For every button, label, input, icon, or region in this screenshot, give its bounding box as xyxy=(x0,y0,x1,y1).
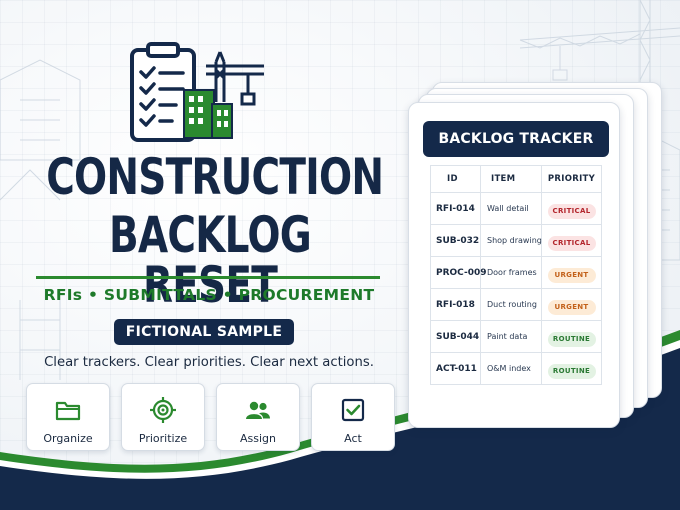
row-id: PROC-009 xyxy=(430,256,487,289)
feature-label: Prioritize xyxy=(138,432,188,445)
column-header-item: ITEM xyxy=(480,165,542,193)
feature-list: Organize Prioritize Assign xyxy=(26,383,395,451)
checkbox-icon xyxy=(341,398,365,422)
table-row: RFI-014 Wall detail CRITICAL xyxy=(430,192,602,225)
table-row: ACT-011 O&M index ROUTINE xyxy=(430,352,602,385)
table-header-row: ID ITEM PRIORITY xyxy=(430,165,602,193)
row-item: Shop drawing xyxy=(480,224,542,257)
table-row: RFI-018 Duct routing URGENT xyxy=(430,288,602,321)
backlog-tracker-card: BACKLOG TRACKER ID ITEM PRIORITY RFI-014… xyxy=(408,102,620,428)
clipboard-building-icon xyxy=(130,42,264,142)
feature-prioritize: Prioritize xyxy=(121,383,205,451)
subtitle: RFIs • SUBMITTALS • PROCUREMENT xyxy=(43,286,375,304)
row-item: Wall detail xyxy=(480,192,542,225)
row-id: ACT-011 xyxy=(430,352,481,385)
row-id: SUB-044 xyxy=(430,320,481,353)
feature-act: Act xyxy=(311,383,395,451)
feature-assign: Assign xyxy=(216,383,300,451)
target-icon xyxy=(150,397,176,423)
tagline: Clear trackers. Clear priorities. Clear … xyxy=(44,355,374,370)
row-item: Paint data xyxy=(480,320,542,353)
row-id: SUB-032 xyxy=(430,224,481,257)
column-header-id: ID xyxy=(430,165,481,193)
table-row: PROC-009 Door frames URGENT xyxy=(430,256,602,289)
title-divider xyxy=(36,276,380,279)
title-line-1: CONSTRUCTION xyxy=(46,148,384,206)
tracker-table: ID ITEM PRIORITY RFI-014 Wall detail CRI… xyxy=(430,165,602,385)
priority-badge: ROUTINE xyxy=(547,364,596,379)
priority-badge: CRITICAL xyxy=(547,236,596,251)
row-item: Duct routing xyxy=(480,288,542,321)
row-item: O&M index xyxy=(480,352,542,385)
row-id: RFI-014 xyxy=(430,192,481,225)
tracker-title: BACKLOG TRACKER xyxy=(423,121,609,157)
priority-badge: URGENT xyxy=(547,300,596,315)
feature-label: Act xyxy=(344,432,362,445)
fictional-sample-badge: FICTIONAL SAMPLE xyxy=(114,319,294,345)
table-row: SUB-044 Paint data ROUTINE xyxy=(430,320,602,353)
feature-label: Assign xyxy=(240,432,276,445)
priority-badge: ROUTINE xyxy=(547,332,596,347)
users-icon xyxy=(246,401,270,419)
row-item: Door frames xyxy=(480,256,542,289)
row-id: RFI-018 xyxy=(430,288,481,321)
table-row: SUB-032 Shop drawing CRITICAL xyxy=(430,224,602,257)
column-header-priority: PRIORITY xyxy=(541,165,602,193)
folder-icon xyxy=(55,401,81,421)
priority-badge: CRITICAL xyxy=(547,204,596,219)
title-line-2: BACKLOG RESET xyxy=(109,206,312,314)
priority-badge: URGENT xyxy=(547,268,596,283)
feature-label: Organize xyxy=(43,432,93,445)
feature-organize: Organize xyxy=(26,383,110,451)
